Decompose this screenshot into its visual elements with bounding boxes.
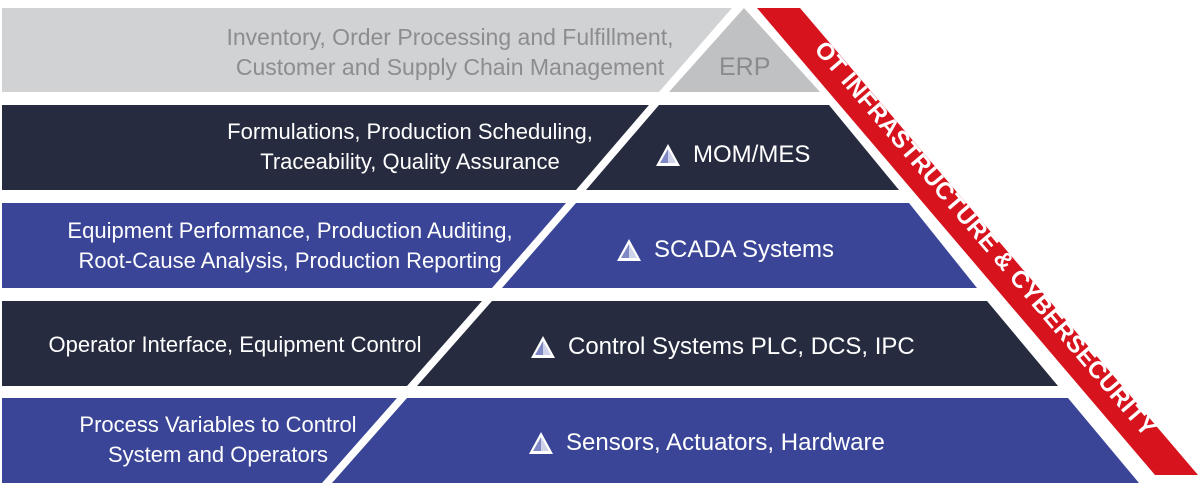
mom-label: MOM/MES — [655, 140, 810, 170]
sensors-pyramid-tier — [332, 398, 1139, 483]
pyramid-logo-icon — [656, 144, 680, 166]
erp-description-band — [2, 8, 732, 92]
pyramid-logo-icon — [529, 432, 553, 454]
erp-description-line-1: Inventory, Order Processing and Fulfillm… — [226, 24, 674, 50]
control-description-line-1: Operator Interface, Equipment Control — [48, 332, 422, 357]
mom-pyramid-tier — [586, 105, 899, 190]
mom-description-line-1: Formulations, Production Scheduling, — [227, 119, 593, 144]
scada-description-line-1: Equipment Performance, Production Auditi… — [67, 218, 513, 243]
control-pyramid-tier — [417, 301, 1058, 386]
sensors-label: Sensors, Actuators, Hardware — [528, 428, 885, 458]
sensors-description-band — [2, 398, 397, 483]
erp-description-line-2: Customer and Supply Chain Management — [235, 54, 665, 80]
erp-description: Inventory, Order Processing and Fulfillm… — [200, 22, 700, 82]
erp-label-text: ERP — [719, 53, 771, 81]
pyramid-logo-icon — [617, 239, 641, 261]
sensors-label-text: Sensors, Actuators, Hardware — [566, 429, 885, 456]
scada-pyramid-tier — [502, 203, 977, 288]
mom-description: Formulations, Production Scheduling, Tra… — [180, 117, 640, 177]
scada-description-band — [2, 203, 566, 288]
scada-label-text: SCADA Systems — [654, 236, 835, 263]
pyramid-logo-icon — [531, 336, 555, 358]
scada-description: Equipment Performance, Production Auditi… — [25, 216, 555, 276]
control-description-band — [2, 301, 482, 386]
scada-description-line-2: Root-Cause Analysis, Production Reportin… — [78, 248, 502, 273]
control-label: Control Systems PLC, DCS, IPC — [530, 332, 915, 362]
scada-label: SCADA Systems — [616, 235, 834, 265]
mom-description-band — [2, 105, 649, 190]
sensors-description-line-2: System and Operators — [107, 442, 329, 467]
erp-label: ERP — [719, 52, 770, 82]
sensors-description-line-1: Process Variables to Control — [79, 412, 357, 437]
mom-description-line-2: Traceability, Quality Assurance — [260, 149, 560, 174]
control-description: Operator Interface, Equipment Control — [20, 330, 450, 360]
mom-label-text: MOM/MES — [693, 141, 811, 168]
control-label-text: Control Systems PLC, DCS, IPC — [568, 333, 915, 360]
sensors-description: Process Variables to Control System and … — [48, 410, 388, 470]
erp-pyramid-tier — [669, 8, 820, 92]
cybersecurity-banner — [757, 8, 1198, 475]
